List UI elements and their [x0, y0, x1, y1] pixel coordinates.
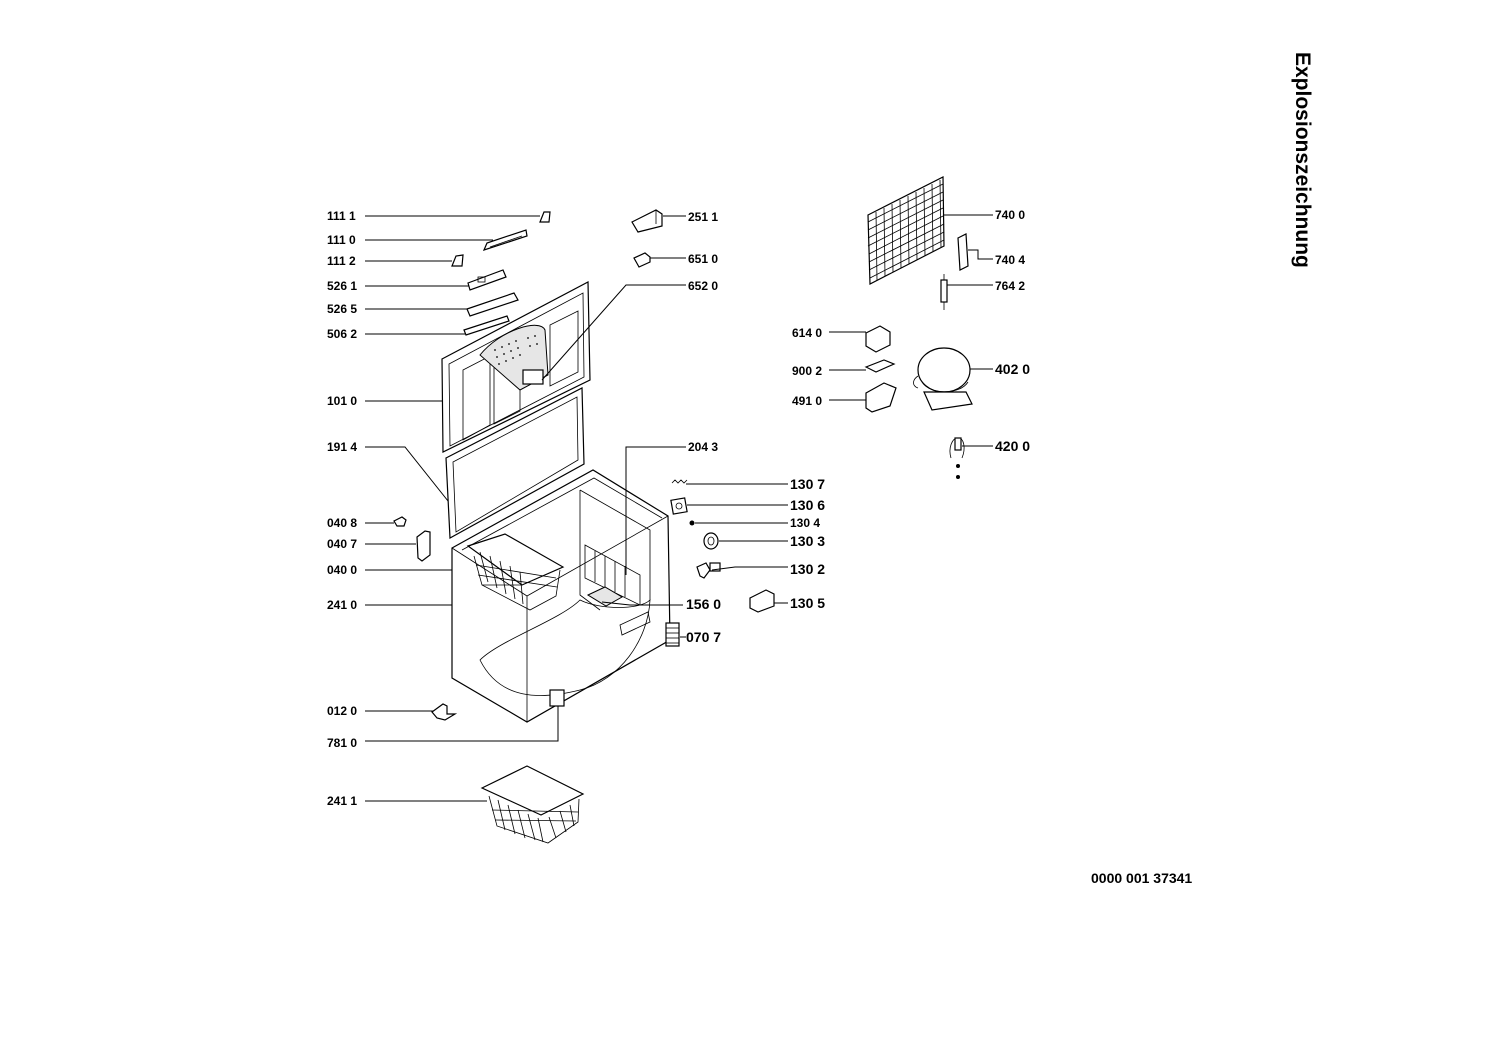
label-156-0: 156 0	[686, 596, 721, 612]
wire-basket-lower	[480, 765, 585, 844]
relay-cover-icon	[865, 382, 897, 413]
end-cap-right-icon	[539, 211, 551, 223]
label-111-2: 111 2	[327, 254, 356, 268]
middle-parts	[631, 209, 775, 647]
lamp-icon	[633, 252, 651, 268]
label-526-1: 526 1	[327, 279, 357, 293]
label-651-0: 651 0	[688, 252, 718, 266]
lid	[441, 281, 591, 453]
label-781-0: 781 0	[327, 736, 357, 750]
overload-protector-icon	[864, 359, 896, 373]
label-614-0: 614 0	[792, 326, 822, 340]
condenser-icon	[867, 176, 945, 285]
condenser-clip-icon	[957, 233, 969, 271]
label-420-0: 420 0	[995, 438, 1030, 454]
label-111-0: 111 0	[327, 233, 356, 247]
middle-leader-lines	[541, 215, 788, 638]
right-labels: 740 0 740 4 764 2 614 0 900 2 402 0 491 …	[792, 208, 1030, 454]
label-040-8: 040 8	[327, 516, 357, 530]
label-130-6: 130 6	[790, 497, 825, 513]
label-130-3: 130 3	[790, 533, 825, 549]
hinge-clip-icon	[393, 516, 407, 527]
label-070-7: 070 7	[686, 629, 721, 645]
document-number: 0000 001 37341	[1091, 870, 1193, 886]
cover-strip-icon	[466, 292, 519, 317]
label-101-0: 101 0	[327, 394, 357, 408]
bracket-icon	[749, 589, 775, 613]
drain-grille-icon	[586, 586, 624, 607]
knob-icon	[703, 532, 719, 550]
hinge-icon	[416, 530, 431, 562]
label-740-4: 740 4	[995, 253, 1025, 267]
capacitor-icon	[949, 437, 965, 479]
control-panel-icon	[467, 269, 507, 291]
end-cap-left-icon	[451, 254, 464, 267]
label-764-2: 764 2	[995, 279, 1025, 293]
page-heading: Explosionszeichnung	[1291, 52, 1314, 268]
lid-small-parts	[451, 211, 551, 336]
label-251-1: 251 1	[688, 210, 718, 224]
label-241-0: 241 0	[327, 598, 357, 612]
vent-grille-icon	[665, 622, 680, 647]
label-111-1: 111 1	[327, 209, 356, 223]
door-gasket	[445, 387, 585, 539]
label-012-0: 012 0	[327, 704, 357, 718]
left-leader-lines	[365, 215, 559, 802]
refrigeration-parts	[864, 176, 973, 479]
wire-basket-upper	[466, 533, 565, 611]
label-652-0: 652 0	[688, 279, 718, 293]
left-labels: 111 1 111 0 111 2 526 1 526 5 506 2 101 …	[327, 209, 357, 808]
foot-bracket-icon	[431, 703, 458, 721]
right-leader-lines	[829, 214, 993, 447]
label-191-4: 191 4	[327, 440, 357, 454]
compressor-icon	[913, 347, 973, 411]
thermostat-icon	[696, 562, 711, 579]
knob-housing-icon	[670, 497, 688, 515]
relay-icon	[865, 325, 891, 353]
label-506-2: 506 2	[327, 327, 357, 341]
label-204-3: 204 3	[688, 440, 718, 454]
label-241-1: 241 1	[327, 794, 357, 808]
label-900-2: 900 2	[792, 364, 822, 378]
grommet-icon	[689, 520, 695, 526]
light-strip-icon	[463, 315, 510, 336]
label-402-0: 402 0	[995, 361, 1030, 377]
label-040-7: 040 7	[327, 537, 357, 551]
thermostat-box-icon	[549, 689, 565, 707]
cabinet-small-parts	[393, 516, 458, 721]
middle-labels: 251 1 651 0 652 0 204 3 130 7 130 6 130 …	[686, 210, 825, 645]
label-040-0: 040 0	[327, 563, 357, 577]
filter-drier-icon	[940, 279, 948, 303]
label-130-7: 130 7	[790, 476, 825, 492]
lamp-cover-icon	[631, 209, 663, 233]
label-130-2: 130 2	[790, 561, 825, 577]
label-526-5: 526 5	[327, 302, 357, 316]
label-130-4: 130 4	[790, 516, 820, 530]
label-130-5: 130 5	[790, 595, 825, 611]
label-740-0: 740 0	[995, 208, 1025, 222]
label-491-0: 491 0	[792, 394, 822, 408]
spring-icon	[671, 479, 688, 484]
